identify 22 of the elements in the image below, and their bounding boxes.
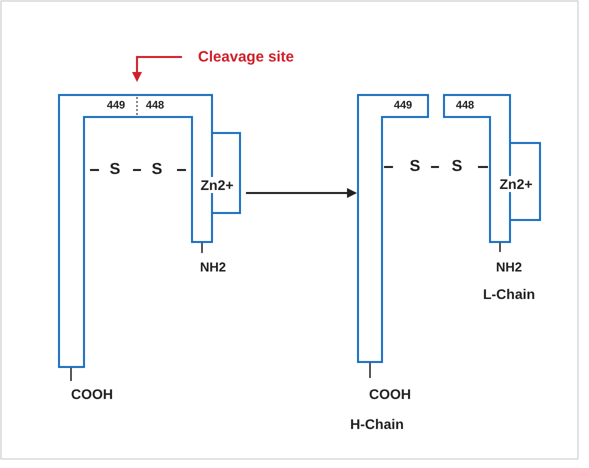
terminus-label: COOH — [71, 387, 113, 401]
sulfur-label: S — [152, 162, 162, 178]
protein-chain-outline — [57, 93, 243, 370]
sulfur-label: S — [110, 162, 120, 178]
chain-name: L-Chain — [482, 287, 536, 301]
residue-number: 448 — [146, 100, 164, 112]
zinc-label: Zn2+ — [199, 177, 235, 193]
residue-number: 449 — [106, 100, 126, 112]
cleavage-site-label: Cleavage site — [198, 50, 294, 64]
chain-name: H-Chain — [350, 417, 404, 431]
arrow — [132, 56, 182, 82]
sulfur-label: S — [410, 159, 420, 175]
terminus-label: NH2 — [200, 260, 226, 274]
residue-number: 448 — [456, 100, 474, 112]
arrow — [246, 188, 357, 198]
residue-number: 449 — [394, 100, 412, 112]
terminus-label: COOH — [369, 387, 411, 401]
protein-chain-outline — [356, 93, 430, 365]
sulfur-label: S — [452, 159, 462, 175]
zinc-label: Zn2+ — [498, 176, 534, 192]
protein-chain-outline — [442, 93, 543, 245]
terminus-label: NH2 — [496, 260, 522, 274]
